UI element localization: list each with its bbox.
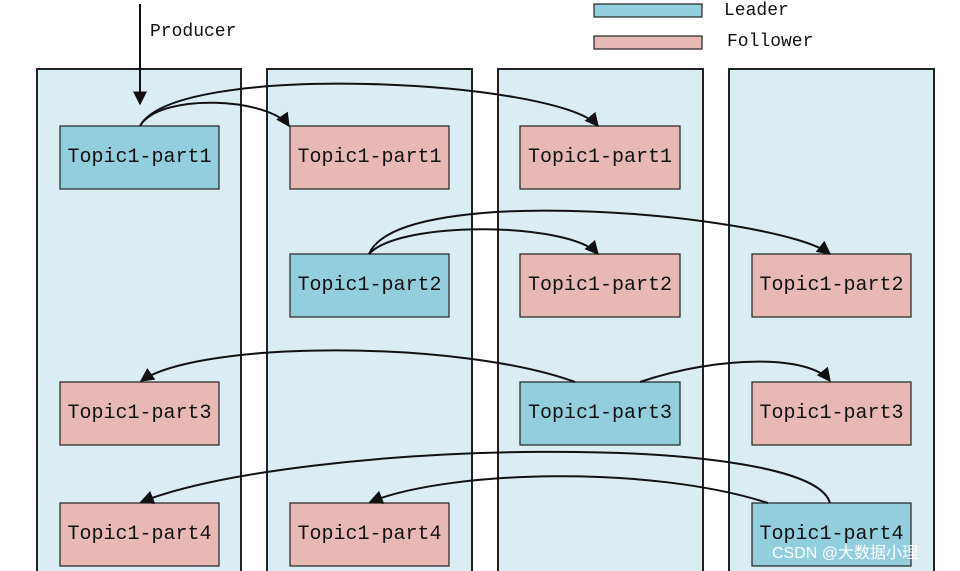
- partition-box: Topic1-part3: [751, 381, 912, 446]
- partition-label: Topic1-part4: [759, 523, 903, 546]
- partition-label: Topic1-part3: [528, 402, 672, 425]
- replication-arrow: [639, 360, 831, 383]
- replication-arrow: [368, 228, 599, 256]
- replication-arrow: [368, 475, 769, 504]
- legend-leader-label: Leader: [724, 1, 789, 21]
- partition-label: Topic1-part4: [67, 523, 211, 546]
- legend-leader-swatch: [593, 3, 703, 18]
- replication-arrow: [139, 450, 831, 504]
- partition-box: Topic1-part4: [751, 502, 912, 567]
- partition-box: Topic1-part1: [289, 125, 450, 190]
- partition-box: Topic1-part2: [519, 253, 681, 318]
- partition-box: Topic1-part1: [59, 125, 220, 190]
- replication-arrow: [368, 209, 832, 255]
- partition-box: Topic1-part1: [519, 125, 681, 190]
- producer-label: Producer: [150, 22, 236, 42]
- partition-box: Topic1-part3: [519, 381, 681, 446]
- legend-follower-swatch: [593, 35, 703, 50]
- replication-arrow: [139, 82, 599, 128]
- partition-box: Topic1-part3: [59, 381, 220, 446]
- legend: Leader Follower: [593, 1, 813, 52]
- partition-box: Topic1-part2: [751, 253, 912, 318]
- partition-box: Topic1-part4: [289, 502, 450, 567]
- legend-follower-label: Follower: [727, 32, 813, 52]
- partition-label: Topic1-part4: [297, 523, 441, 546]
- partition-label: Topic1-part3: [67, 402, 211, 425]
- partition-label: Topic1-part2: [759, 274, 903, 297]
- partition-label: Topic1-part1: [67, 146, 211, 169]
- broker-4: [728, 68, 935, 571]
- partition-box: Topic1-part2: [289, 253, 450, 318]
- partition-label: Topic1-part1: [528, 146, 672, 169]
- partition-label: Topic1-part3: [759, 402, 903, 425]
- partition-label: Topic1-part1: [297, 146, 441, 169]
- replication-arrow: [139, 349, 576, 383]
- partition-label: Topic1-part2: [297, 274, 441, 297]
- watermark-text: CSDN @大数据小理: [772, 544, 918, 562]
- partition-label: Topic1-part2: [528, 274, 672, 297]
- replication-arrow: [139, 101, 290, 128]
- partition-box: Topic1-part4: [59, 502, 220, 567]
